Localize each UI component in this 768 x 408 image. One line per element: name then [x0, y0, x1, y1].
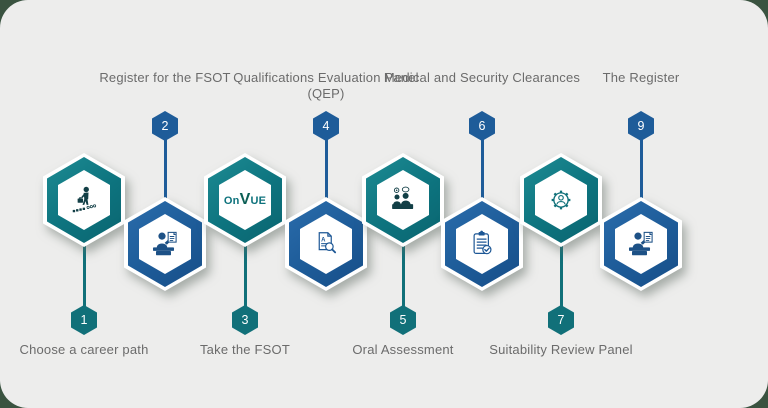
- document-search-icon: A: [318, 232, 337, 254]
- step-number-badge: 7: [548, 305, 574, 335]
- step-hexagon-7: [520, 153, 602, 247]
- interview-icon: [392, 186, 414, 209]
- person-desk-document-icon: [629, 231, 653, 256]
- step-hexagon-6: [441, 197, 523, 291]
- step-label: Qualifications Evaluation Panel (QEP): [233, 70, 419, 101]
- connector-line: [82, 240, 86, 310]
- step-number-badge: 9: [628, 111, 654, 141]
- step-label: Choose a career path: [19, 342, 149, 357]
- step-number: 6: [478, 119, 486, 133]
- step-number-badge: 1: [71, 305, 97, 335]
- connector-line: [163, 136, 167, 208]
- onvue-logo: OnVUE: [223, 191, 267, 208]
- connector-line: [324, 136, 328, 208]
- svg-text:A: A: [321, 237, 326, 243]
- step-hexagon-1: [43, 153, 125, 247]
- step-number-badge: 2: [152, 111, 178, 141]
- step-number: 3: [241, 313, 249, 327]
- person-desk-document-icon: [153, 231, 177, 256]
- connector-line: [559, 240, 563, 310]
- connector-line: [243, 240, 247, 310]
- step-label: Oral Assessment: [352, 342, 454, 357]
- step-label: Register for the FSOT: [99, 70, 231, 85]
- step-number-badge: 3: [232, 305, 258, 335]
- step-number: 7: [557, 313, 565, 327]
- step-hexagon-4: A: [285, 197, 367, 291]
- step-label: Take the FSOT: [199, 342, 291, 357]
- connector-line: [480, 136, 484, 208]
- step-hexagon-9: [600, 197, 682, 291]
- gear-person-icon: [551, 190, 571, 210]
- step-label: Suitability Review Panel: [489, 342, 633, 357]
- step-hexagon-3: OnVUE: [204, 153, 286, 247]
- step-number-badge: 6: [469, 111, 495, 141]
- step-number: 1: [80, 313, 88, 327]
- step-label: The Register: [602, 70, 680, 85]
- step-number: 4: [322, 119, 330, 133]
- step-number: 9: [637, 119, 645, 133]
- step-hexagon-5: [362, 153, 444, 247]
- connector-line: [401, 240, 405, 310]
- step-label: Medical and Security Clearances: [383, 70, 581, 85]
- career-path-icon: [72, 186, 97, 213]
- step-number-badge: 5: [390, 305, 416, 335]
- clipboard-check-icon: [473, 230, 492, 255]
- step-number-badge: 4: [313, 111, 339, 141]
- connector-line: [639, 136, 643, 208]
- step-number: 5: [399, 313, 407, 327]
- step-number: 2: [161, 119, 169, 133]
- step-hexagon-2: [124, 197, 206, 291]
